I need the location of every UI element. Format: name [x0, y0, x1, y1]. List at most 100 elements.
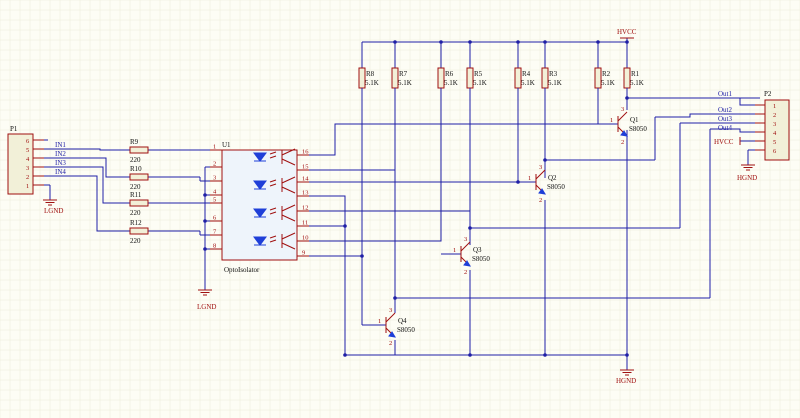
hgnd-p2-label: HGND	[737, 174, 757, 182]
junction-dot	[468, 353, 472, 357]
collector-pin-number: 3	[389, 307, 392, 314]
u1-left-pin-number: 6	[213, 215, 217, 222]
base-pin-number: 1	[378, 318, 381, 325]
transistor-part: S8050	[472, 255, 490, 263]
junction-dot	[343, 224, 347, 228]
phototransistor-emitter	[281, 158, 296, 166]
hvcc-top-label: HVCC	[617, 28, 637, 36]
base-pin-number: 1	[528, 175, 531, 182]
pullup-ref: R1	[631, 70, 640, 78]
hvcc-rail: HVCC	[362, 28, 637, 43]
pullup-resistors: R85.1KR75.1KR65.1KR55.1KR45.1KR35.1KR25.…	[358, 42, 644, 90]
light-arrow-icon	[269, 239, 277, 243]
junction-dot	[468, 226, 472, 230]
u1-right-pin-number: 10	[302, 235, 309, 242]
junction-dot	[516, 180, 520, 184]
r9-ref: R9	[130, 138, 139, 146]
r9-value: 220	[130, 156, 141, 164]
junction-dot	[393, 296, 397, 300]
pullup-value: 5.1K	[444, 79, 458, 87]
junction-dot	[468, 40, 472, 44]
p1-pin: 2	[26, 174, 29, 181]
collector-pin-number: 3	[464, 236, 467, 243]
collector-lead	[385, 312, 396, 323]
net-label-in1: IN1	[55, 141, 66, 149]
p2-pin: 5	[773, 139, 776, 146]
p1-pin: 6	[26, 138, 30, 145]
u1-right-pin-number: 9	[302, 250, 305, 257]
hvcc-p2-label: HVCC	[714, 138, 734, 146]
light-arrow-icon	[269, 235, 277, 239]
emitter-arrow-icon	[463, 260, 471, 267]
net-label-out2: Out2	[718, 106, 733, 114]
base-pin-number: 1	[610, 117, 613, 124]
transistor-ref: Q4	[398, 317, 407, 325]
emitter-pin-number: 2	[464, 269, 467, 276]
p2-pin: 2	[773, 112, 776, 119]
junction-dot	[625, 96, 629, 100]
p1-pin: 4	[26, 156, 30, 163]
junction-dot	[625, 353, 629, 357]
u1-right-pin-number: 14	[302, 176, 309, 183]
collector-lead	[460, 241, 471, 252]
r10-ref: R10	[130, 165, 142, 173]
u1-right-pin-number: 12	[302, 205, 309, 212]
emitter-pin-number: 2	[621, 139, 624, 146]
input-wiring	[44, 139, 210, 236]
u1-ref: U1	[222, 141, 231, 149]
pullup-ref: R5	[474, 70, 483, 78]
connector-p1: P1 6 5 4 3 2 1	[7, 125, 44, 195]
light-arrow-icon	[269, 151, 277, 155]
led-icon	[253, 152, 267, 162]
r11-value: 220	[130, 209, 141, 217]
pullup-ref: R6	[445, 70, 454, 78]
optoisolator-u1: U1 OptoIsolator LGND	[197, 141, 298, 311]
u1-left-pin-number: 4	[213, 189, 217, 196]
connector-p2: P2 1 2 3 4 5 6 HGND HVCC Out1 Out2 Out3 …	[627, 90, 790, 182]
u1-left-pin-number: 8	[213, 243, 216, 250]
resistor-r11: R11 220	[129, 191, 149, 217]
u1-right-pin-number: 16	[302, 149, 309, 156]
junction-dot	[543, 158, 547, 162]
collector-lead	[535, 169, 546, 180]
pullup-value: 5.1K	[365, 79, 379, 87]
junction-dot	[596, 40, 600, 44]
resistor-r9: R9 220	[129, 138, 149, 164]
p1-pin: 1	[26, 183, 29, 190]
junction-dot	[203, 219, 207, 223]
junction-dot	[543, 40, 547, 44]
net-label-out1: Out1	[718, 90, 733, 98]
pullup-ref: R2	[602, 70, 611, 78]
pullup-value: 5.1K	[521, 79, 535, 87]
junction-dot	[543, 353, 547, 357]
u1-left-pin-number: 2	[213, 161, 216, 168]
pullup-value: 5.1K	[473, 79, 487, 87]
phototransistor-collector	[281, 176, 296, 184]
junction-dot	[516, 40, 520, 44]
net-label-out4: Out4	[718, 124, 733, 132]
u1-left-pin-number: 1	[213, 144, 216, 151]
net-label-out3: Out3	[718, 115, 733, 123]
r12-ref: R12	[130, 219, 142, 227]
lgnd-symbol-p1: LGND	[43, 184, 63, 215]
transistor-ref: Q1	[630, 116, 639, 124]
transistor-part: S8050	[629, 125, 647, 133]
pullup-value: 5.1K	[630, 79, 644, 87]
collector-pin-number: 3	[621, 106, 624, 113]
light-arrow-icon	[269, 183, 277, 187]
u1-left-pin-number: 7	[213, 229, 217, 236]
junction-dot	[393, 40, 397, 44]
pullup-ref: R7	[399, 70, 408, 78]
resistor-r10: R10 220	[129, 165, 149, 191]
junction-dot	[625, 40, 629, 44]
transistor-ref: Q3	[473, 246, 482, 254]
collector-pin-number: 3	[539, 164, 542, 171]
junction-dot	[203, 193, 207, 197]
hgnd-symbol-main: HGND	[616, 369, 636, 385]
p2-ref: P2	[764, 90, 772, 98]
u1-name: OptoIsolator	[224, 266, 260, 274]
